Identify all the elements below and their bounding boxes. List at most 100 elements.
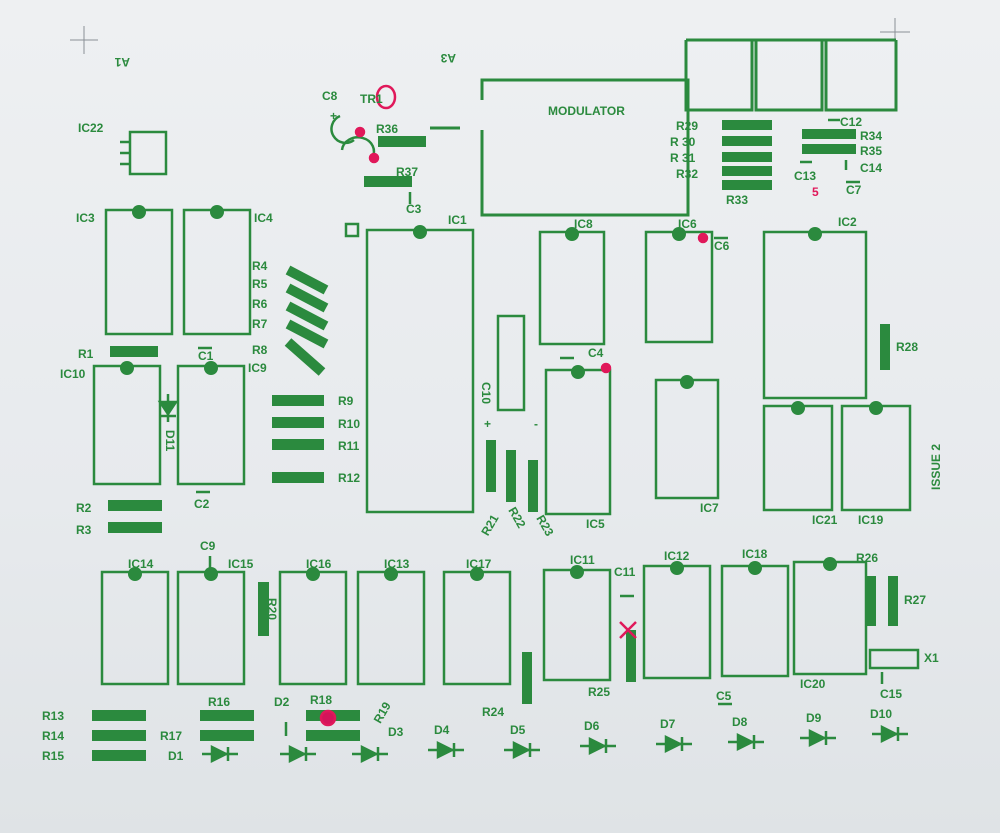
ic-outline (840, 404, 912, 512)
ic6-dot-mark (697, 232, 709, 244)
label-r20: R20 (265, 598, 279, 620)
label-c8: C8 (322, 89, 338, 103)
ic-outline (356, 570, 426, 686)
label-r7: R7 (252, 317, 268, 331)
ic-outline (544, 368, 612, 516)
tr1-circle-mark (375, 84, 397, 110)
resistor-bar (802, 144, 856, 154)
ic-outline (365, 228, 475, 514)
label-ic20: IC20 (800, 677, 826, 691)
ic-outline (762, 230, 868, 400)
label-r17: R17 (160, 729, 182, 743)
label-r30: R 30 (670, 135, 696, 149)
label-r13: R13 (42, 709, 64, 723)
resistor-bar (200, 730, 254, 741)
r18-dot-mark (319, 709, 337, 727)
ic-outline (176, 364, 246, 486)
label-r33: R33 (726, 193, 748, 207)
resistor-bar (378, 136, 426, 147)
marker-annotations (319, 84, 709, 727)
label-d8: D8 (732, 715, 748, 729)
label-r25: R25 (588, 685, 610, 699)
diagonal-resistors (284, 265, 329, 376)
label-d5: D5 (510, 723, 526, 737)
label-r10: R10 (338, 417, 360, 431)
label-issue: ISSUE 2 (929, 444, 943, 490)
label-ic11: IC11 (570, 553, 595, 567)
label-r5: R5 (252, 277, 268, 291)
label-r34: R34 (860, 129, 882, 143)
ic-outline (442, 570, 512, 686)
ic-outline (278, 570, 348, 686)
ic-outline (104, 208, 174, 336)
label-d6: D6 (584, 719, 600, 733)
label-c12: C12 (840, 115, 862, 129)
label-ic17: IC17 (466, 557, 492, 571)
label-plus-c8: + (330, 109, 337, 123)
label-r14: R14 (42, 729, 64, 743)
label-c3: C3 (406, 202, 422, 216)
resistor-bar (272, 472, 324, 483)
tr1-dot-mark (354, 126, 366, 138)
resistor-bar (272, 395, 324, 406)
label-ic5: IC5 (586, 517, 605, 531)
label-x1: X1 (924, 651, 939, 665)
resistor-bar (722, 136, 772, 146)
label-d1: D1 (168, 749, 184, 763)
label-r18: R18 (310, 693, 332, 707)
resistor-bar (722, 152, 772, 162)
label-ic15: IC15 (228, 557, 254, 571)
diode-body (157, 400, 179, 417)
ic1-pin-square (344, 222, 360, 238)
ic-outline (542, 568, 612, 682)
label-c1: C1 (198, 349, 214, 363)
ic-outline (128, 130, 168, 176)
resistor-bar (802, 129, 856, 139)
label-ic8: IC8 (574, 217, 593, 231)
resistor-bar (110, 346, 158, 357)
resistor-bars (92, 120, 898, 761)
resistor-bar (522, 652, 532, 704)
label-r9: R9 (338, 394, 354, 408)
label-minus-c10: - (534, 417, 538, 431)
r36-dot-mark (368, 152, 380, 164)
label-c10: C10 (479, 382, 493, 404)
resistor-bar (722, 180, 772, 190)
label-ic4: IC4 (254, 211, 273, 225)
label-c15: C15 (880, 687, 902, 701)
modulator-outline (430, 78, 690, 217)
c4-dot-mark (600, 362, 612, 374)
label-r21: R21 (478, 512, 501, 538)
label-r31: R 31 (670, 151, 696, 165)
resistor-bar (108, 500, 162, 511)
label-r15: R15 (42, 749, 64, 763)
ic-outline (654, 378, 720, 500)
ic-outline (642, 564, 712, 680)
label-ic9: IC9 (248, 361, 267, 375)
label-d7: D7 (660, 717, 676, 731)
label-r2: R2 (76, 501, 92, 515)
label-ic1: IC1 (448, 213, 467, 227)
resistor-bar (486, 440, 496, 492)
label-r8: R8 (252, 343, 268, 357)
label-d11: D11 (163, 430, 177, 452)
ic-outline (176, 570, 246, 686)
x1-outline (868, 648, 920, 670)
label-ic2: IC2 (838, 215, 857, 229)
label-c5: C5 (716, 689, 732, 703)
diodes (157, 394, 908, 764)
label-modulator: MODULATOR (548, 104, 625, 118)
label-d2: D2 (274, 695, 290, 709)
label-a1: A1 (114, 55, 130, 69)
label-c13: C13 (794, 169, 816, 183)
label-c7: C7 (846, 183, 862, 197)
label-ic12: IC12 (664, 549, 690, 563)
label-ic21: IC21 (812, 513, 838, 527)
ic-outline (100, 570, 170, 686)
resistor-bar (258, 582, 269, 636)
ic-outline (762, 404, 834, 512)
registration-marks (70, 18, 910, 54)
resistor-bar (528, 460, 538, 512)
resistor-bar (626, 630, 636, 682)
